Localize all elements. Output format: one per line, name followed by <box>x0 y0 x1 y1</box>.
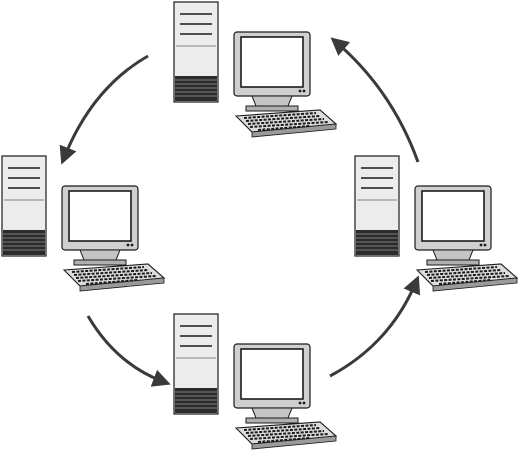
workstation-top-computer-icon <box>173 1 337 138</box>
left-to-bottom-arrow-icon <box>86 315 171 387</box>
top-to-left-arrow-icon <box>59 54 149 165</box>
workstation-left-computer-icon <box>1 155 165 292</box>
right-to-top-arrow-icon <box>330 37 420 163</box>
workstation-right-computer-icon <box>354 155 518 292</box>
bottom-to-right-arrow-icon <box>329 275 421 378</box>
workstation-bottom-computer-icon <box>173 313 337 450</box>
